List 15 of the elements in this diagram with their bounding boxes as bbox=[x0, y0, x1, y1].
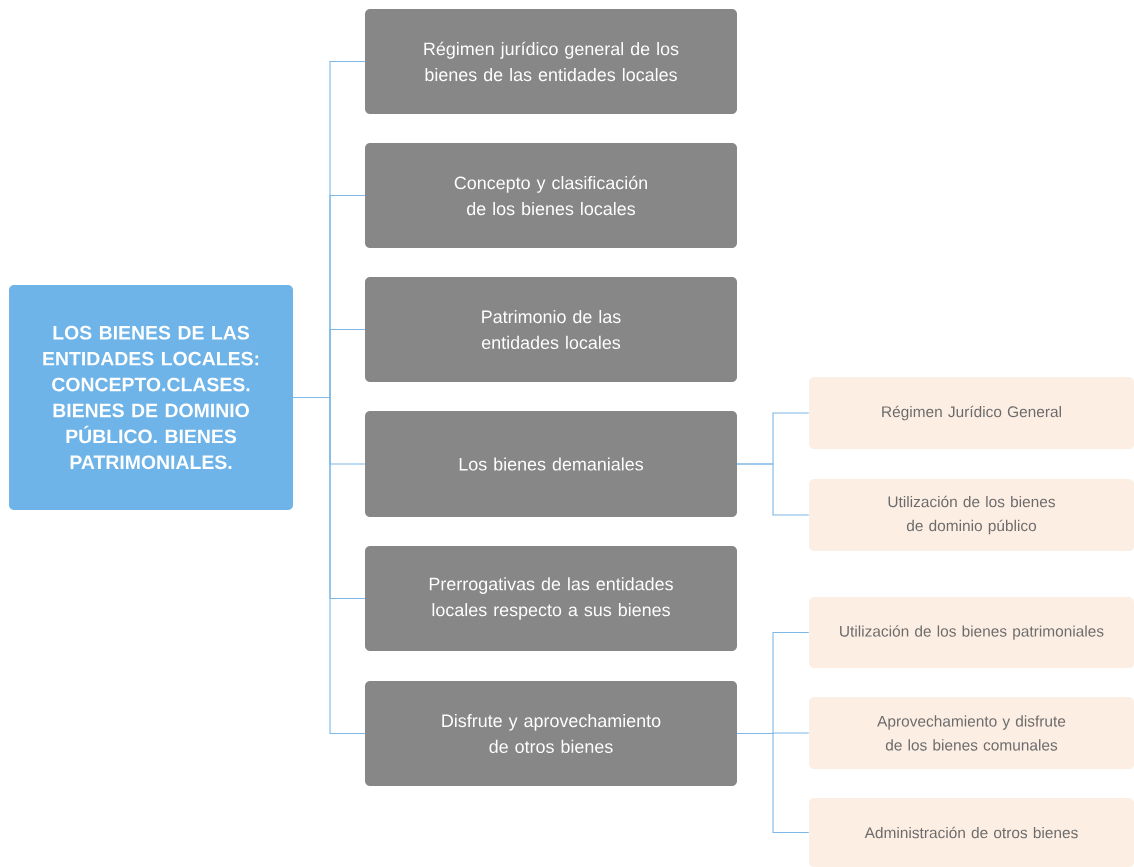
subtopic-box: Administración de otros bienes bbox=[809, 798, 1134, 867]
topic-box: Concepto y clasificación de los bienes locales bbox=[365, 143, 737, 248]
subtopic-box: Régimen Jurídico General bbox=[809, 377, 1134, 449]
topic-box: Patrimonio de las entidades locales bbox=[365, 277, 737, 382]
topic-box: Régimen jurídico general de los bienes de las entidades locales bbox=[365, 9, 737, 114]
topic-box: Prerrogativas de las entidades locales respecto a sus bienes bbox=[365, 546, 737, 651]
topic-box: Los bienes demaniales bbox=[365, 411, 737, 517]
subtopic-box: Aprovechamiento y disfrute de los bienes comunales bbox=[809, 697, 1134, 769]
connector-line bbox=[736, 732, 810, 834]
connector-line bbox=[292, 396, 366, 735]
subtopic-box: Utilización de los bienes de dominio público bbox=[809, 479, 1134, 551]
connector-line bbox=[736, 463, 810, 516]
topic-box: Disfrute y aprovechamiento de otros bienes bbox=[365, 681, 737, 786]
central-topic-box: LOS BIENES DE LAS ENTIDADES LOCALES: CONCEPTO.CLASES. BIENES DE DOMINIO PÚBLICO. BIENES PATRIMONIALES. bbox=[9, 285, 293, 510]
subtopic-box: Utilización de los bienes patrimoniales bbox=[809, 597, 1134, 668]
